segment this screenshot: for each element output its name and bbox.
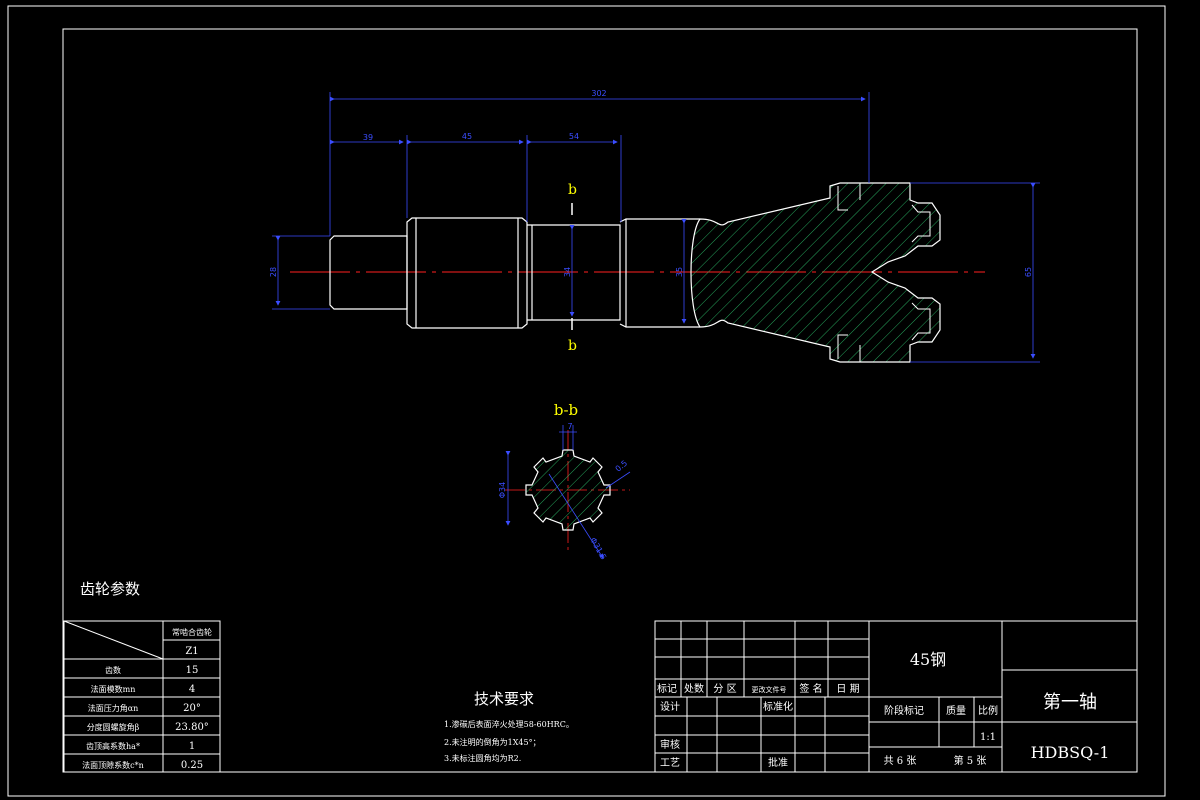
tb-design: 设计 [660,700,680,713]
tb-approve: 批准 [768,756,788,769]
flange-details [837,183,931,362]
section-title: b-b [554,401,578,419]
tech-req-item-1: 1.渗碳后表面淬火处理58-60HRC。 [444,719,574,729]
gear-params-table: 齿轮参数 常啮合齿轮 Z1 齿数 15 法面模数mn 4 法面压力角αn 20° 分度圆螺旋… [63,580,221,773]
dim-dia-right: 35 [675,267,684,277]
dim-seg2: 45 [462,132,472,141]
tb-label-date: 日 期 [836,683,859,695]
gear-param-label: 法面模数mn [91,684,136,694]
tech-req-item-3: 3.未标注圆角均为R2. [444,753,521,763]
tb-total-sheets: 共 6 张 [884,755,917,767]
section-inner-dia: Φ31.5 [588,536,608,561]
tb-review: 审核 [660,738,680,751]
tb-label-mark: 标记 [657,683,677,695]
gear-param-label: 齿数 [105,665,121,675]
tb-label-zone: 分 区 [713,683,736,695]
dim-dia-left: 28 [269,267,278,277]
gear-param-value: 0.25 [181,760,203,771]
inner-border [62,28,1138,773]
tech-requirements: 技术要求 1.渗碳后表面淬火处理58-60HRC。 2.未注明的倒角为1X45°… [444,690,574,763]
tb-scale: 比例 [978,704,998,717]
gear-param-value: 1 [189,741,195,752]
tb-drawing-no: HDBSQ-1 [1031,743,1110,762]
gear-param-label: 齿顶高系数ha* [86,741,140,751]
dim-overall-length: 302 [591,89,606,98]
gear-param-label: 法面压力角αn [88,703,139,713]
section-view-b-b: b-b 7 Φ34 Φ31.5 0.5 [498,401,631,561]
shaft-main-view: b b 302 39 [269,89,1040,363]
gear-header-right: 常啮合齿轮 [172,627,212,637]
tb-label-signature: 签 名 [799,682,822,695]
tb-sheet-no: 第 5 张 [954,754,987,767]
tech-req-item-2: 2.未注明的倒角为1X45°； [444,737,541,747]
gear-param-value: 23.80° [175,722,209,733]
tb-part-name: 第一轴 [1043,692,1097,713]
dim-dia-flange: 65 [1024,267,1033,277]
section-mark-top: b [568,182,577,198]
dim-dia-mid: 34 [563,267,572,277]
spline-cross-section [525,449,611,531]
tb-label-count: 处数 [684,682,704,695]
gear-param-value: 15 [186,665,199,676]
section-outer-dia: Φ34 [498,482,507,498]
tb-scale-value: 1:1 [980,732,996,743]
tb-stage-mark: 阶段标记 [884,704,924,717]
tb-weight: 质量 [946,705,966,717]
outer-border [7,5,1166,797]
gear-header-sub: Z1 [185,646,198,657]
section-dimension-lines [505,425,631,559]
gear-param-value: 4 [189,684,195,695]
section-width-dim: 7 [567,422,572,431]
dim-seg1: 39 [363,133,373,142]
gear-param-label: 分度圆螺旋角β [87,722,140,732]
title-block: 标记 处数 分 区 更改文件号 签 名 日 期 设计 标准化 审核 工艺 批准 … [654,620,1138,773]
section-radius: 0.5 [614,459,630,474]
flange-section-hatch [690,182,941,363]
tech-req-title: 技术要求 [474,690,534,708]
tb-standard: 标准化 [763,700,793,713]
section-mark-bottom: b [568,338,577,354]
tb-material: 45钢 [910,650,946,669]
dimension-lines [272,92,1040,363]
tb-label-change-doc: 更改文件号 [752,685,787,694]
gear-params-title: 齿轮参数 [80,580,140,598]
gear-param-label: 法面顶隙系数c*n [82,760,144,770]
gear-param-value: 20° [183,703,201,714]
tb-process: 工艺 [660,757,680,769]
shaft-outline [329,217,700,329]
dim-seg3: 54 [569,132,579,141]
